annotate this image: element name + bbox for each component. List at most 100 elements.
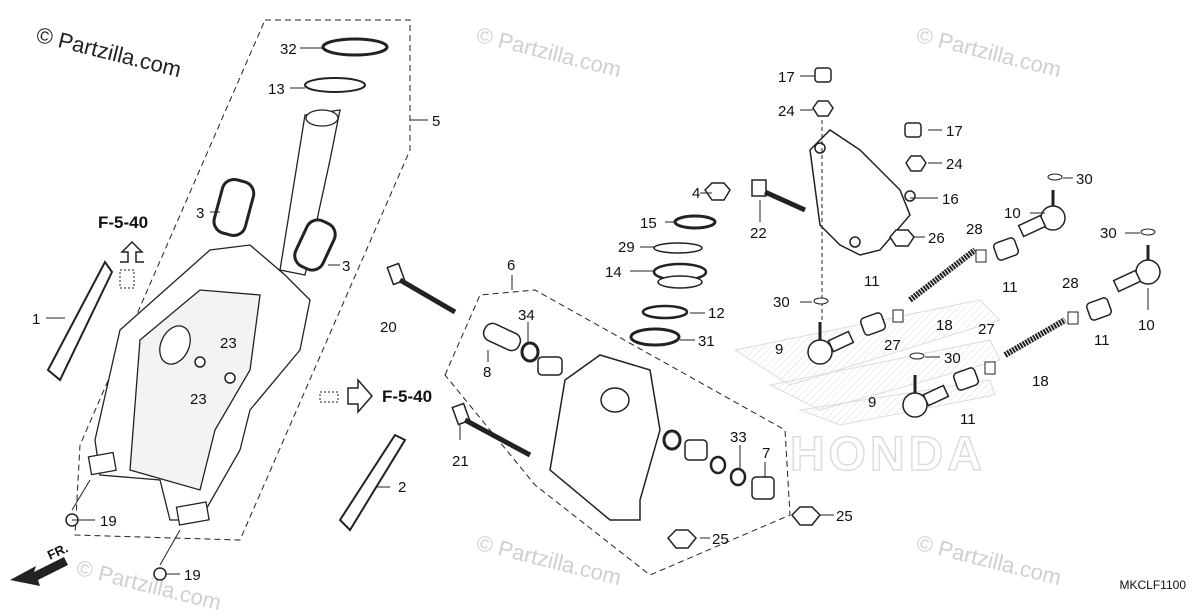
callout-20: 20 — [380, 319, 397, 336]
tie-rod-end-10a — [1017, 190, 1066, 238]
callout-24: 24 — [946, 156, 963, 173]
callout-30: 30 — [773, 294, 790, 311]
bolt-21 — [451, 402, 532, 458]
tie-rod-18a — [908, 247, 977, 303]
side-cover-1 — [46, 260, 114, 382]
nut-28a — [975, 249, 987, 263]
collar-8 — [482, 322, 522, 352]
callout-11: 11 — [1094, 332, 1110, 349]
callout-34: 34 — [518, 307, 535, 324]
callout-11: 11 — [960, 411, 976, 428]
o-ring-13 — [304, 77, 366, 93]
callout-19: 19 — [184, 567, 201, 584]
nut-23b — [224, 372, 236, 384]
reference-link-left[interactable]: F-5-40 — [98, 213, 148, 232]
pivot-bracket — [549, 354, 661, 521]
front-direction-indicator: FR. — [10, 540, 70, 586]
callout-25: 25 — [836, 508, 853, 525]
bolt-ref-icon — [119, 269, 135, 289]
callout-28: 28 — [1062, 275, 1079, 292]
callout-30: 30 — [1100, 225, 1117, 242]
ring-33b — [709, 455, 727, 475]
callout-29: 29 — [618, 239, 635, 256]
callout-21: 21 — [452, 453, 469, 470]
parts-diagram: © Partzilla.com © Partzilla.com © Partzi… — [10, 19, 1186, 615]
nut-28b — [1067, 311, 1079, 325]
callout-11: 11 — [864, 273, 880, 290]
bolt-ref-icon — [319, 391, 339, 403]
callout-30: 30 — [944, 350, 961, 367]
rubber-grommet-3a — [212, 177, 256, 237]
callout-2: 2 — [398, 479, 406, 496]
nut-24b — [905, 155, 927, 172]
callout-24: 24 — [778, 103, 795, 120]
callout-30: 30 — [1076, 171, 1093, 188]
nut-24a — [812, 100, 834, 117]
reference-right[interactable]: F-5-40 — [319, 378, 432, 414]
steering-frame — [87, 109, 341, 526]
diagram-code: MKCLF1100 — [1119, 578, 1186, 592]
nut-23a — [194, 356, 206, 368]
assembly-outline-5 — [74, 19, 411, 541]
callout-25: 25 — [712, 531, 729, 548]
callout-10: 10 — [1138, 317, 1155, 334]
callout-31: 31 — [698, 333, 715, 350]
ring-33a — [662, 429, 682, 451]
bushing-34 — [537, 356, 563, 376]
callout-27: 27 — [978, 321, 995, 338]
callout-33: 33 — [730, 429, 747, 446]
sleeve-11b — [992, 237, 1020, 261]
washer-30b — [1047, 173, 1063, 181]
callout-27: 27 — [884, 337, 901, 354]
callout-9: 9 — [775, 341, 783, 358]
callout-28: 28 — [966, 221, 983, 238]
tie-rod-18b — [1003, 317, 1067, 358]
callout-1: 1 — [32, 311, 40, 328]
reference-link-right[interactable]: F-5-40 — [382, 387, 432, 406]
callout-23: 23 — [220, 335, 237, 352]
callout-15: 15 — [640, 215, 657, 232]
nut-17b — [904, 122, 922, 138]
callout-18: 18 — [936, 317, 953, 334]
sleeve-11a — [859, 312, 887, 336]
callout-9: 9 — [868, 394, 876, 411]
callout-32: 32 — [280, 41, 297, 58]
callout-17: 17 — [778, 69, 795, 86]
nut-26 — [889, 229, 915, 247]
side-cover-2 — [338, 433, 407, 532]
arrow-right-icon — [347, 378, 373, 414]
callout-6: 6 — [507, 257, 515, 274]
callout-labels: 32 13 5 3 3 1 23 23 2 19 19 20 6 34 8 21… — [32, 41, 1155, 584]
assembly-outline-6 — [444, 289, 791, 576]
callout-16: 16 — [942, 191, 959, 208]
nut-27b — [984, 361, 996, 375]
nut-25b — [790, 506, 822, 526]
callout-22: 22 — [750, 225, 767, 242]
callout-26: 26 — [928, 230, 945, 247]
nut-17a — [814, 67, 832, 83]
callout-19: 19 — [100, 513, 117, 530]
seal-34 — [520, 341, 540, 363]
nut-25a — [666, 529, 698, 549]
callout-10: 10 — [1004, 205, 1021, 222]
arrow-up-icon — [120, 240, 144, 263]
ring-33c — [729, 467, 747, 487]
rubber-grommet-3b — [293, 218, 337, 272]
reference-left[interactable]: F-5-40 — [98, 213, 148, 289]
bushing-7 — [751, 476, 775, 500]
bolt-20 — [386, 262, 457, 315]
front-label: FR. — [45, 540, 70, 562]
honda-wordmark: HONDA — [790, 428, 986, 481]
bolt-22 — [751, 179, 807, 213]
callout-3: 3 — [342, 258, 350, 275]
callout-12: 12 — [708, 305, 725, 322]
callout-5: 5 — [432, 113, 440, 130]
diagram-svg: HONDA — [10, 19, 1161, 586]
tie-rod-end-9a — [807, 322, 855, 365]
leader-lines — [46, 47, 1149, 575]
nut-27a — [892, 309, 904, 323]
callout-4: 4 — [692, 185, 700, 202]
tie-rod-end-10b — [1112, 245, 1161, 293]
callout-8: 8 — [483, 364, 491, 381]
bolt-19b — [153, 529, 181, 581]
